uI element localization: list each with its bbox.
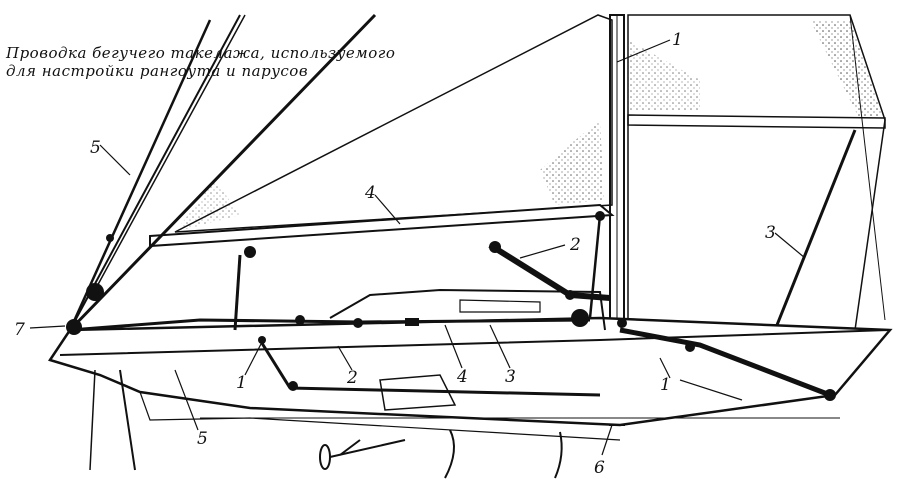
label-1-halyard: 1 (672, 30, 683, 50)
cabin (329, 288, 606, 411)
label-1-deck: 1 (660, 375, 671, 395)
hull (48, 316, 893, 479)
boom (149, 203, 615, 248)
forestay-wires (68, 13, 886, 332)
label-2-vang: 2 (569, 235, 581, 255)
propeller-icon (319, 439, 406, 470)
label-5-forestay: 5 (90, 138, 101, 158)
caption-line-2: для настройки рангоута и парусов (6, 62, 309, 80)
label-7-bow-fitting: 7 (14, 320, 25, 340)
mainsail (174, 14, 613, 233)
label-3-sheet: 3 (765, 223, 776, 243)
figure-caption: Проводка бегучего такелажа, используемог… (6, 44, 436, 80)
label-4-deck: 4 (456, 367, 468, 387)
label-1-cockpit: 1 (236, 373, 247, 393)
callout-labels: 1 1 1 2 2 3 3 4 4 5 5 6 7 (14, 30, 776, 478)
label-3-deck: 3 (505, 367, 516, 387)
label-4-boom: 4 (364, 183, 376, 203)
caption-line-1: Проводка бегучего такелажа, используемог… (6, 44, 396, 62)
headsail (627, 14, 886, 331)
label-6-mast-step: 6 (594, 458, 605, 478)
label-5-hull: 5 (197, 429, 208, 449)
leader-lines (29, 39, 806, 456)
blocks (66, 211, 836, 401)
label-2-deck: 2 (346, 368, 358, 388)
